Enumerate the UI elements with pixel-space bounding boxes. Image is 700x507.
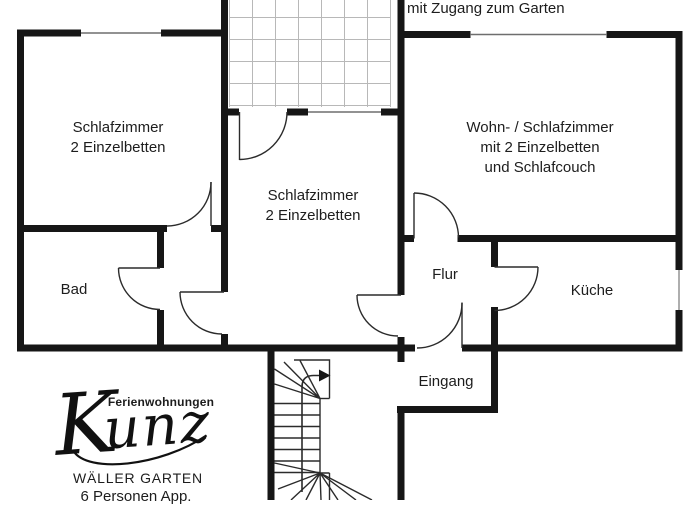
walls-group: [17, 0, 683, 500]
room-label-line: Schlafzimmer: [267, 187, 359, 204]
room-label-line: Wohn- / Schlafzimmer: [466, 119, 614, 136]
room-label-line: und Schlafcouch: [484, 159, 596, 176]
logo-swash: [72, 434, 208, 466]
room-label-bathroom: Bad: [60, 281, 88, 298]
room-label-line: Schlafzimmer: [72, 119, 164, 136]
door-entrance: [416, 302, 463, 349]
door-bedroom-left: [166, 181, 212, 227]
room-label-hallway: Flur: [432, 266, 458, 283]
garden-access-note: mit Zugang zum Garten: [407, 0, 565, 17]
brand-company: Ferienwohnungen: [107, 395, 215, 409]
room-label-entrance: Eingang: [418, 373, 474, 390]
logo-remainder: unz: [102, 390, 214, 462]
door-kitchen: [494, 266, 539, 312]
room-label-line: 2 Einzelbetten: [70, 139, 166, 156]
logo-initial: K: [49, 372, 125, 475]
door-living-room: [413, 192, 460, 239]
stair-direction-arrow: [319, 369, 331, 382]
brand-apartment-name: WÄLLER GARTEN: [73, 470, 203, 486]
terrace-grid: [229, 0, 391, 107]
room-label-line: 2 Einzelbetten: [265, 207, 361, 224]
doors-group: [117, 111, 539, 349]
room-label-line: mit 2 Einzelbetten: [480, 139, 600, 156]
room-label-kitchen: Küche: [570, 282, 614, 299]
door-terrace: [238, 111, 288, 161]
logo-kunz: K unz: [49, 372, 214, 475]
door-inner-hall: [179, 291, 224, 335]
room-label-bedroom-left: Schlafzimmer 2 Einzelbetten: [70, 118, 165, 158]
stair-walk-line: [301, 374, 319, 492]
brand-capacity: 6 Personen App.: [80, 488, 192, 505]
room-label-bedroom-middle: Schlafzimmer 2 Einzelbetten: [265, 186, 360, 226]
windows-group: [81, 32, 680, 310]
door-bathroom: [117, 267, 161, 311]
room-label-living-bedroom: Wohn- / Schlafzimmer mit 2 Einzelbetten …: [466, 118, 613, 178]
door-bedroom-middle: [356, 294, 401, 337]
staircase: [274, 359, 373, 500]
